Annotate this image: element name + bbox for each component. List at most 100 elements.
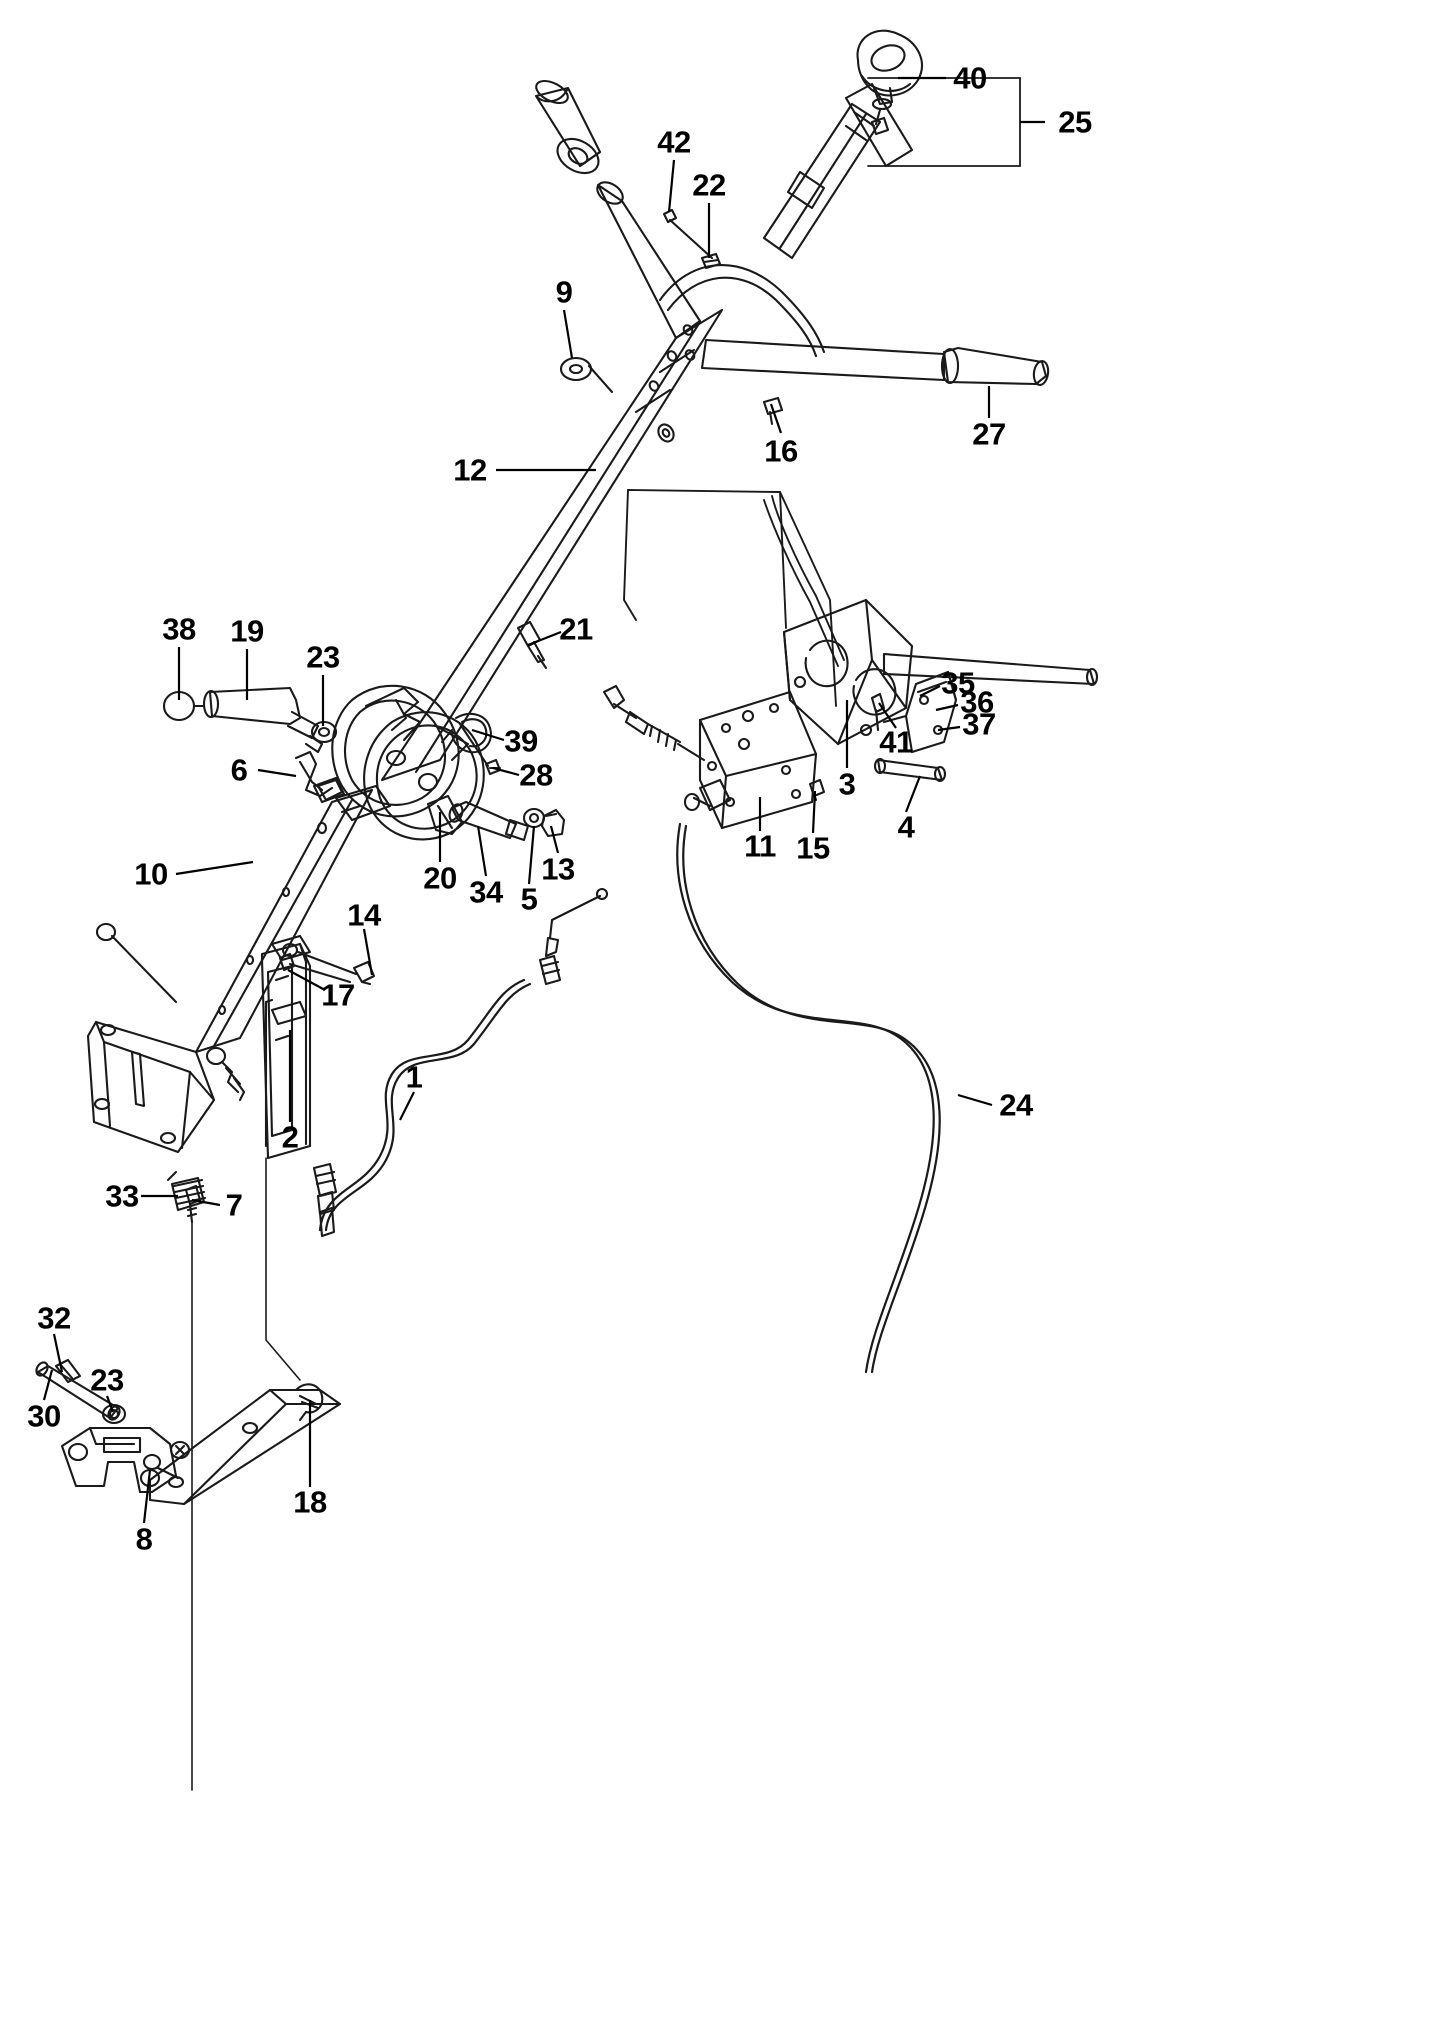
callout-13: 13 bbox=[541, 851, 575, 887]
washer-9 bbox=[559, 356, 614, 394]
callout-34: 34 bbox=[469, 874, 503, 910]
leader-line-32 bbox=[52, 1333, 64, 1373]
leader-line-7 bbox=[191, 1198, 221, 1207]
callout-9: 9 bbox=[555, 274, 573, 310]
misc-detail-parts bbox=[312, 776, 346, 804]
lower-handle-arm bbox=[194, 788, 374, 1054]
leader-line-35 bbox=[919, 685, 941, 697]
leader-line-5 bbox=[527, 825, 536, 885]
pin-17 bbox=[278, 952, 352, 984]
nut-lower bbox=[169, 1440, 191, 1460]
control-cable-upper bbox=[602, 684, 706, 762]
callout-14: 14 bbox=[347, 897, 381, 933]
right-handlebar-grip bbox=[940, 346, 1050, 386]
callout-15: 15 bbox=[796, 830, 830, 866]
rod-4-lower bbox=[873, 757, 947, 783]
leader-line-10 bbox=[175, 860, 254, 876]
pin-32 bbox=[54, 1358, 82, 1384]
callout-32: 32 bbox=[37, 1300, 71, 1336]
bottom-frame-rail bbox=[148, 1388, 342, 1506]
bolt-lower-left bbox=[205, 1046, 246, 1102]
vertical-channel-bracket bbox=[260, 942, 312, 1160]
cap-13 bbox=[540, 808, 566, 838]
callout-38: 38 bbox=[162, 611, 196, 647]
bracket-20 bbox=[426, 794, 464, 836]
leader-line-6 bbox=[257, 768, 297, 778]
callout-25: 25 bbox=[1058, 104, 1092, 140]
cable-1 bbox=[318, 978, 532, 1232]
callout-17: 17 bbox=[321, 977, 355, 1013]
leader-line-36 bbox=[935, 703, 959, 712]
leader-line-8 bbox=[142, 1469, 152, 1524]
leader-line-24 bbox=[957, 1093, 993, 1107]
leader-line-14 bbox=[362, 928, 374, 976]
callout-11: 11 bbox=[744, 828, 776, 864]
leader-line-42 bbox=[667, 159, 676, 213]
cable-1-ferrule bbox=[312, 1162, 338, 1238]
leader-line-4 bbox=[904, 775, 922, 813]
callout-27: 27 bbox=[972, 416, 1006, 452]
callout-18: 18 bbox=[293, 1484, 327, 1520]
bolt-34 bbox=[448, 800, 530, 842]
screw-7 bbox=[184, 1184, 202, 1224]
leader-line-13 bbox=[549, 825, 560, 854]
leader-line-37 bbox=[937, 725, 961, 732]
callout-41: 41 bbox=[879, 724, 913, 760]
handlebar-hoop bbox=[658, 263, 826, 358]
control-cable-gland bbox=[683, 778, 732, 812]
callout-36: 36 bbox=[960, 684, 994, 720]
rod-19 bbox=[202, 686, 324, 754]
bolt-14 bbox=[296, 950, 376, 986]
callout-4: 4 bbox=[897, 809, 915, 845]
callout-30: 30 bbox=[27, 1398, 61, 1434]
callout-2: 2 bbox=[281, 1119, 299, 1155]
callout-1: 1 bbox=[405, 1059, 423, 1095]
bracket-2-extension bbox=[265, 1157, 301, 1381]
adjuster-tube-assembly bbox=[762, 82, 914, 260]
leader-line-28 bbox=[492, 766, 520, 777]
cable-1-upper-end bbox=[538, 887, 609, 986]
adjuster-knob bbox=[856, 29, 923, 136]
callout-6: 6 bbox=[230, 752, 248, 788]
main-handle-tube bbox=[380, 308, 724, 782]
callout-39: 39 bbox=[504, 723, 538, 759]
rod-30 bbox=[35, 1361, 121, 1421]
callout-12: 12 bbox=[453, 452, 487, 488]
clevis-8 bbox=[60, 1426, 178, 1494]
pin-41 bbox=[870, 692, 886, 732]
callout-23b: 23 bbox=[90, 1362, 124, 1398]
nut-16 bbox=[762, 396, 784, 426]
callout-28: 28 bbox=[519, 757, 553, 793]
callout-21: 21 bbox=[559, 611, 593, 647]
tube-bolt-holes bbox=[648, 324, 696, 443]
leader-line-17 bbox=[287, 969, 326, 991]
leader-lines bbox=[42, 76, 1045, 1524]
frame-struts bbox=[623, 489, 845, 707]
callout-10: 10 bbox=[134, 856, 168, 892]
leader-line-39 bbox=[471, 728, 505, 742]
callout-3: 3 bbox=[838, 766, 856, 802]
clip-39 bbox=[440, 712, 492, 754]
plate-35-36-37 bbox=[882, 670, 958, 754]
callout-5: 5 bbox=[520, 881, 538, 917]
callout-33: 33 bbox=[105, 1178, 139, 1214]
bolt-upper-left bbox=[95, 922, 178, 1004]
nut-22 bbox=[700, 252, 722, 270]
callout-37: 37 bbox=[962, 706, 996, 742]
leader-line-30 bbox=[42, 1369, 54, 1401]
sector-plate-assembly bbox=[331, 684, 460, 818]
leader-line-34 bbox=[476, 825, 488, 877]
upper-mount-bracket bbox=[782, 598, 914, 746]
callout-20: 20 bbox=[423, 860, 457, 896]
leader-line-15 bbox=[811, 790, 817, 834]
leader-line-16 bbox=[769, 403, 783, 434]
callout-19: 19 bbox=[230, 613, 264, 649]
drawing-linework bbox=[35, 29, 1099, 1791]
callout-42: 42 bbox=[657, 124, 691, 160]
callout-35: 35 bbox=[941, 665, 975, 701]
handle-arm-top-plate bbox=[334, 784, 392, 822]
callout-7: 7 bbox=[225, 1187, 243, 1223]
